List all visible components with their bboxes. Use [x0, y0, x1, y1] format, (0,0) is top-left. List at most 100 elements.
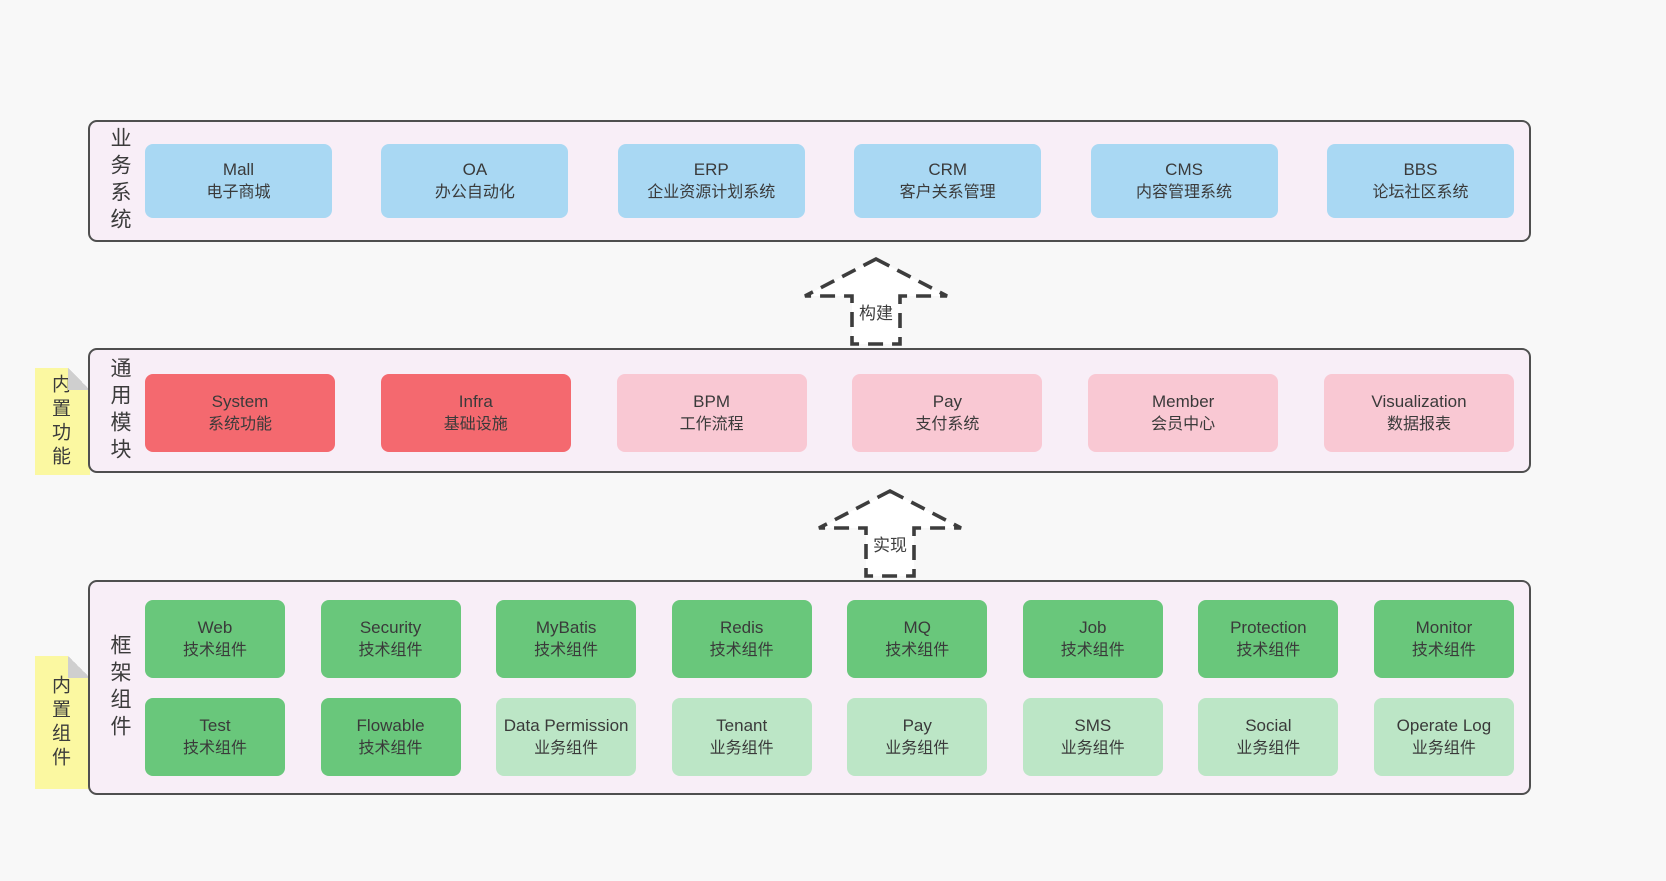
component-desc: 数据报表 — [1386, 415, 1451, 433]
component-desc: 技术组件 — [182, 641, 247, 659]
sticky-tag-built-in-components: 内置组件 — [35, 656, 90, 789]
component-desc: 技术组件 — [885, 641, 950, 659]
component-name: Test — [199, 715, 231, 735]
component-name: Operate Log — [1396, 715, 1492, 735]
component-desc: 技术组件 — [534, 641, 599, 659]
box-test: Test 技术组件 — [145, 698, 285, 776]
component-desc: 论坛社区系统 — [1372, 183, 1469, 201]
panel-common-modules: 通用模块 System 系统功能 Infra 基础设施 BPM 工作流程 Pay… — [88, 348, 1531, 473]
arrow-build-label: 构建 — [857, 299, 895, 324]
component-name: CRM — [928, 159, 968, 179]
component-name: System — [211, 391, 269, 411]
module-boxes: System 系统功能 Infra 基础设施 BPM 工作流程 Pay 支付系统… — [145, 374, 1514, 452]
component-name: ERP — [693, 159, 729, 179]
framework-boxes-row1: Web 技术组件 Security 技术组件 MyBatis 技术组件 Redi… — [145, 600, 1514, 678]
component-name: Infra — [458, 391, 493, 411]
box-crm: CRM 客户关系管理 — [854, 144, 1042, 218]
box-cms: CMS 内容管理系统 — [1090, 144, 1278, 218]
component-desc: 业务组件 — [1236, 739, 1301, 757]
component-name: Member — [1152, 391, 1215, 411]
sticky-tag-built-in-features: 内置功能 — [35, 368, 90, 475]
component-desc: 业务组件 — [709, 739, 774, 757]
component-desc: 内容管理系统 — [1136, 183, 1233, 201]
box-mq: MQ 技术组件 — [847, 600, 988, 678]
box-bpm: BPM 工作流程 — [616, 374, 807, 452]
arrow-implement: 实现 — [810, 487, 970, 579]
framework-boxes-row2: Test 技术组件 Flowable 技术组件 Data Permission … — [145, 698, 1514, 776]
sticky-tag-label: 内置组件 — [49, 674, 70, 771]
business-boxes: Mall 电子商城 OA 办公自动化 ERP 企业资源计划系统 CRM 客户关系… — [145, 144, 1514, 218]
box-redis: Redis 技术组件 — [671, 600, 812, 678]
component-desc: 工作流程 — [679, 415, 744, 433]
box-social: Social 业务组件 — [1198, 698, 1339, 776]
box-web: Web 技术组件 — [145, 600, 285, 678]
component-name: MQ — [903, 617, 931, 637]
box-pay: Pay 业务组件 — [847, 698, 988, 776]
box-bbs: BBS 论坛社区系统 — [1326, 144, 1514, 218]
component-name: Job — [1079, 617, 1107, 637]
component-name: BPM — [693, 391, 731, 411]
component-desc: 业务组件 — [1060, 739, 1125, 757]
panel-label-modules: 通用模块 — [108, 356, 131, 465]
component-desc: 业务组件 — [534, 739, 599, 757]
component-desc: 技术组件 — [709, 641, 774, 659]
component-desc: 技术组件 — [1411, 641, 1476, 659]
component-name: SMS — [1074, 715, 1112, 735]
component-name: BBS — [1403, 159, 1438, 179]
component-desc: 技术组件 — [358, 739, 423, 757]
component-desc: 系统功能 — [207, 415, 272, 433]
component-name: Security — [359, 617, 422, 637]
component-desc: 技术组件 — [182, 739, 247, 757]
component-desc: 技术组件 — [1236, 641, 1301, 659]
component-name: Protection — [1230, 617, 1307, 637]
box-data-permission: Data Permission 业务组件 — [496, 698, 637, 776]
component-name: Redis — [719, 617, 764, 637]
component-desc: 会员中心 — [1151, 415, 1216, 433]
component-desc: 业务组件 — [1411, 739, 1476, 757]
component-name: Web — [197, 617, 233, 637]
arrow-build: 构建 — [796, 255, 956, 347]
component-name: Data Permission — [503, 715, 629, 735]
component-name: Tenant — [716, 715, 768, 735]
panel-label-business: 业务系统 — [108, 127, 131, 235]
box-security: Security 技术组件 — [320, 600, 461, 678]
component-name: Flowable — [356, 715, 425, 735]
box-pay: Pay 支付系统 — [852, 374, 1043, 452]
sticky-tag-label: 内置功能 — [49, 373, 70, 470]
component-desc: 技术组件 — [1060, 641, 1125, 659]
box-member: Member 会员中心 — [1088, 374, 1279, 452]
component-desc: 办公自动化 — [434, 183, 515, 201]
component-desc: 电子商城 — [206, 183, 271, 201]
box-visualization: Visualization 数据报表 — [1323, 374, 1514, 452]
panel-label-framework: 框架组件 — [108, 633, 131, 742]
component-name: OA — [462, 159, 488, 179]
component-name: Visualization — [1371, 391, 1467, 411]
box-erp: ERP 企业资源计划系统 — [617, 144, 805, 218]
box-tenant: Tenant 业务组件 — [671, 698, 812, 776]
component-name: Pay — [902, 715, 932, 735]
box-flowable: Flowable 技术组件 — [320, 698, 461, 776]
panel-framework-components: 框架组件 Web 技术组件 Security 技术组件 MyBatis 技术组件… — [88, 580, 1531, 795]
component-desc: 支付系统 — [915, 415, 980, 433]
component-desc: 企业资源计划系统 — [647, 183, 776, 201]
panel-business-systems: 业务系统 Mall 电子商城 OA 办公自动化 ERP 企业资源计划系统 CRM… — [88, 120, 1531, 242]
component-desc: 客户关系管理 — [899, 183, 996, 201]
box-mall: Mall 电子商城 — [145, 144, 332, 218]
box-mybatis: MyBatis 技术组件 — [496, 600, 637, 678]
component-desc: 技术组件 — [358, 641, 423, 659]
box-protection: Protection 技术组件 — [1198, 600, 1339, 678]
component-name: Social — [1245, 715, 1292, 735]
component-desc: 基础设施 — [443, 415, 508, 433]
component-name: Pay — [932, 391, 963, 411]
component-name: Monitor — [1415, 617, 1473, 637]
box-monitor: Monitor 技术组件 — [1373, 600, 1514, 678]
component-name: CMS — [1165, 159, 1203, 179]
box-oa: OA 办公自动化 — [381, 144, 569, 218]
box-infra: Infra 基础设施 — [380, 374, 571, 452]
box-job: Job 技术组件 — [1022, 600, 1163, 678]
arrow-implement-label: 实现 — [871, 531, 909, 556]
box-system: System 系统功能 — [145, 374, 335, 452]
box-sms: SMS 业务组件 — [1022, 698, 1163, 776]
component-desc: 业务组件 — [885, 739, 950, 757]
